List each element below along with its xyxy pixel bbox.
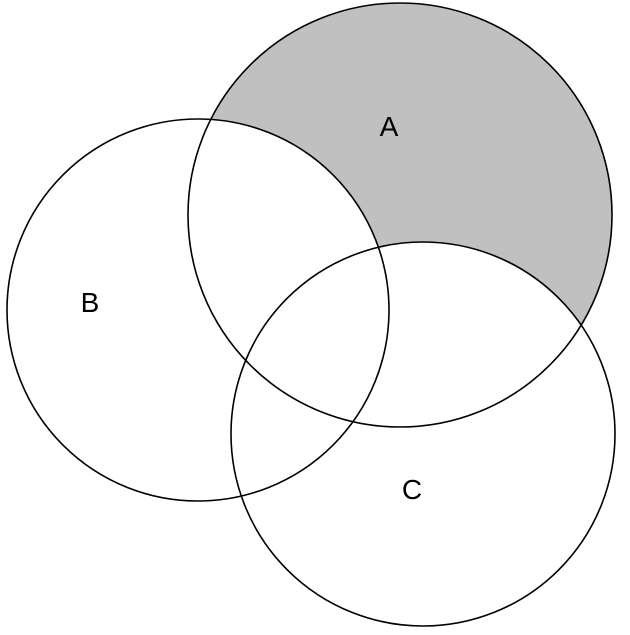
- circle-a: [187, 2, 613, 428]
- circle-b: [6, 118, 390, 502]
- label-b: B: [81, 287, 100, 318]
- label-a: A: [380, 111, 399, 142]
- label-c: C: [402, 474, 422, 505]
- circle-c: [230, 241, 616, 627]
